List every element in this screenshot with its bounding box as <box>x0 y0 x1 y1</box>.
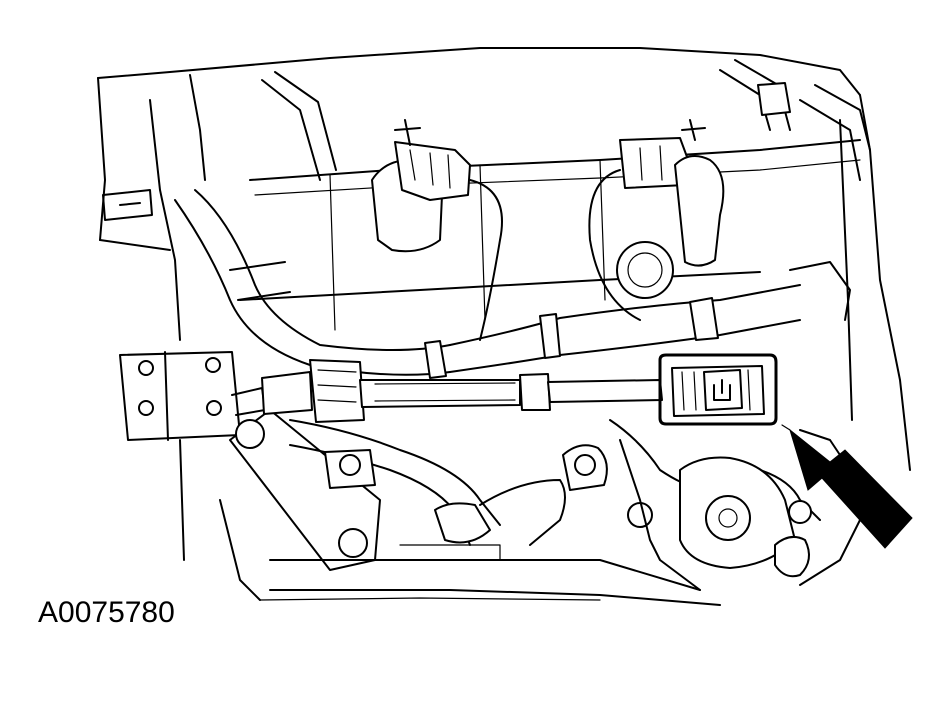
pointer-arrow <box>781 424 913 549</box>
fuel-injector-right <box>588 119 725 321</box>
mounting-bracket-left <box>119 351 381 571</box>
engine-housing <box>97 47 911 471</box>
transmission-case <box>609 419 861 591</box>
fuel-injector-left <box>371 119 503 341</box>
range-sensor-connector <box>658 353 778 426</box>
figure-id-label: A0075780 <box>38 596 175 629</box>
shift-cable <box>261 359 663 423</box>
upper-hose <box>174 59 871 379</box>
lower-hose <box>289 419 608 546</box>
lower-frame <box>219 499 721 606</box>
